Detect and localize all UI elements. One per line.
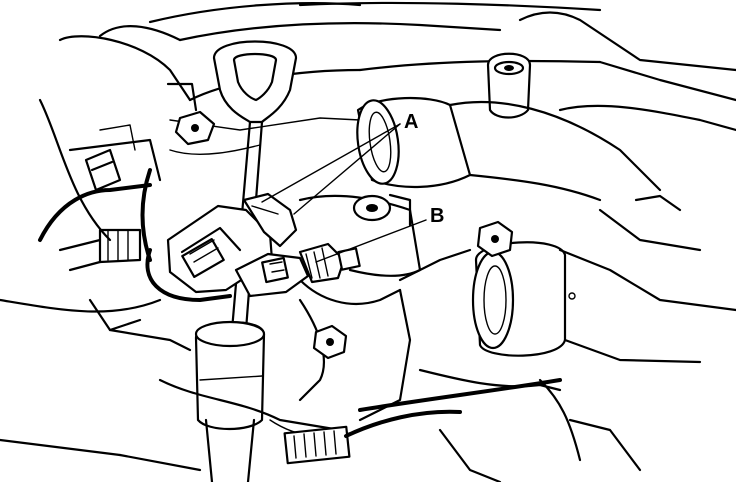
lower-block (0, 194, 702, 482)
leader-b (315, 219, 427, 263)
bolt-upper-left (166, 82, 216, 146)
leader-a-2 (293, 123, 401, 215)
callout-label-b: B (430, 205, 444, 227)
bolt-boss-upper (486, 52, 532, 119)
right-hose-neck (471, 241, 736, 364)
dipstick-tube (194, 320, 266, 482)
bolt-right-middle (476, 220, 514, 258)
left-wiring (0, 148, 192, 352)
thermostat-housing (298, 193, 472, 305)
callout-leaders (261, 123, 427, 263)
callout-label-a: A (404, 111, 418, 133)
leader-a-1 (261, 123, 401, 203)
harness-connector-bottom (283, 409, 462, 465)
sensor-connector-b (234, 242, 361, 298)
